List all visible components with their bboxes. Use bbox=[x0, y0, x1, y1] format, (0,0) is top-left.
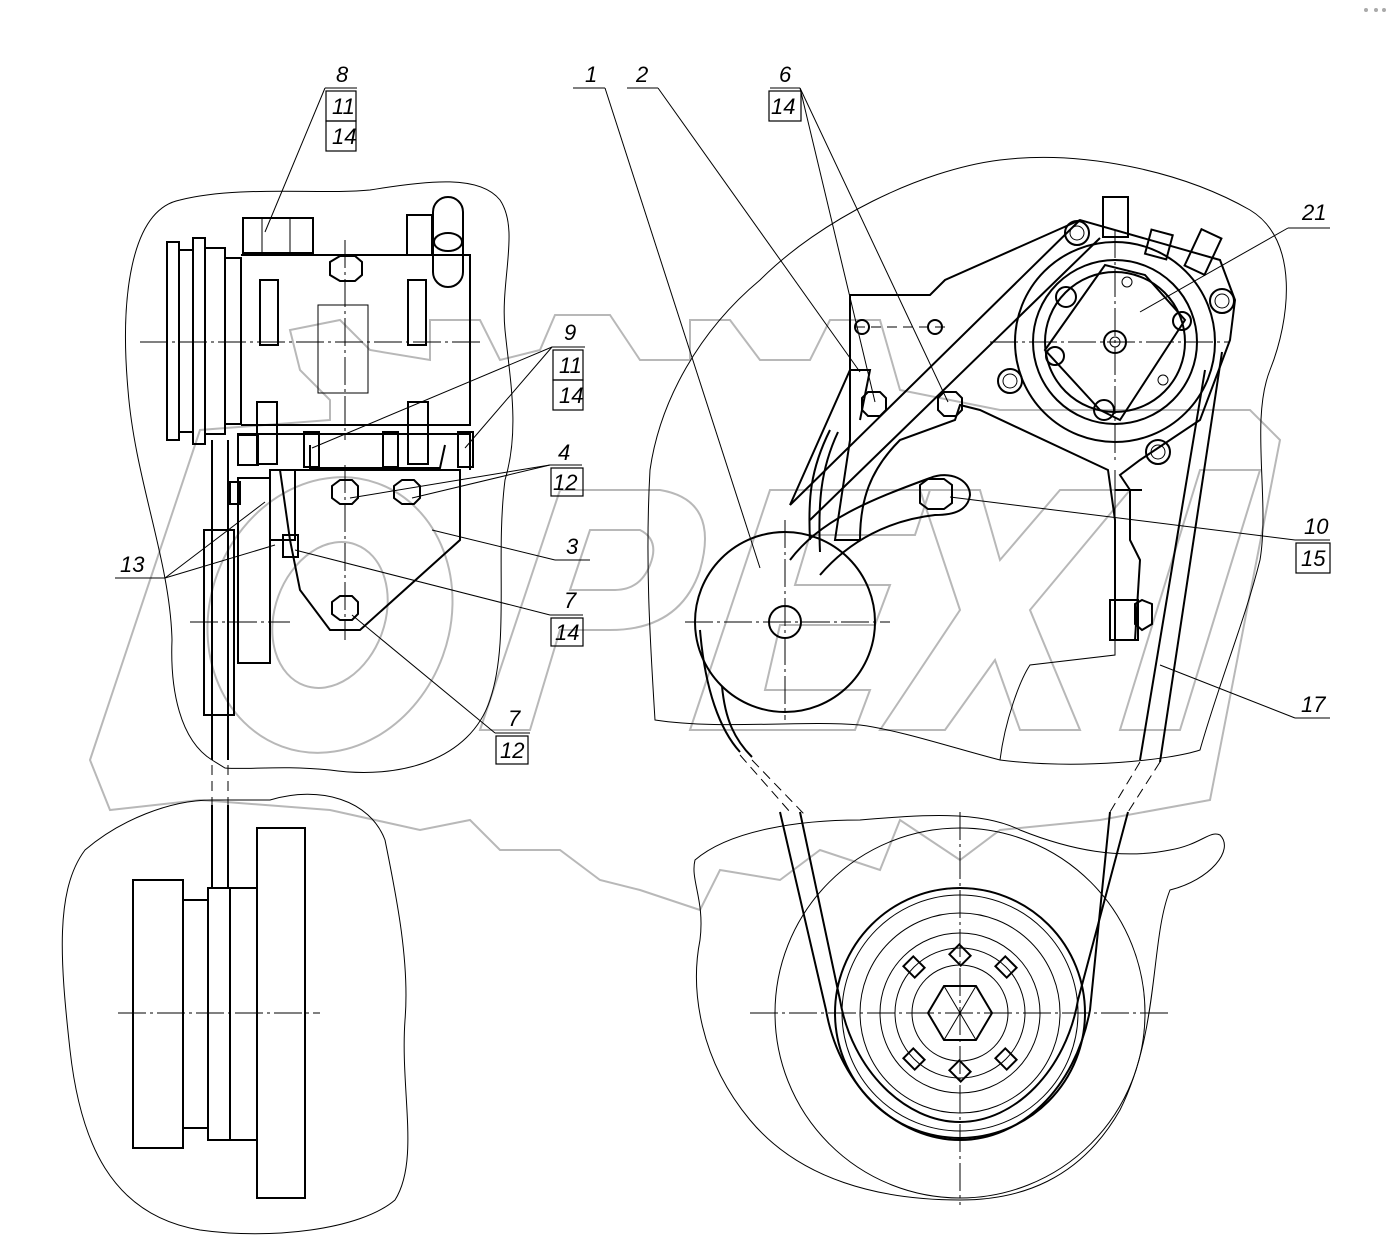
callout-7-upper: 7 14 bbox=[294, 549, 584, 647]
callout-7-lower: 7 12 bbox=[351, 614, 530, 765]
side-view-lower-boundary bbox=[61, 793, 409, 1235]
callout-7-upper-label-1: 7 bbox=[564, 588, 577, 613]
callout-10-label-1: 10 bbox=[1304, 514, 1329, 539]
front-view bbox=[647, 156, 1287, 1205]
callout-4: 4 12 bbox=[349, 440, 584, 499]
callout-10-label-2: 15 bbox=[1301, 546, 1326, 571]
callout-8-label-2: 11 bbox=[332, 94, 355, 119]
callout-7-lower-label-1: 7 bbox=[508, 706, 521, 731]
callout-1: 1 bbox=[573, 62, 761, 569]
callout-10: 10 15 bbox=[949, 496, 1331, 574]
callout-9: 9 11 14 bbox=[311, 320, 585, 449]
callout-3: 3 bbox=[431, 529, 590, 561]
callout-6-label-1: 6 bbox=[779, 62, 792, 87]
callout-4-label-1: 4 bbox=[558, 440, 570, 465]
callout-2: 2 bbox=[627, 62, 861, 373]
corner-dots bbox=[1364, 8, 1386, 12]
front-view-lower-boundary bbox=[693, 815, 1225, 1201]
callout-13-label: 13 bbox=[120, 552, 145, 577]
callout-1-label: 1 bbox=[585, 62, 597, 87]
callout-3-label: 3 bbox=[566, 534, 579, 559]
watermark-logo bbox=[88, 314, 1282, 912]
side-view-upper-boundary bbox=[125, 181, 514, 773]
callout-6: 6 14 bbox=[768, 62, 949, 403]
callout-7-lower-label-2: 12 bbox=[500, 738, 524, 763]
front-view-upper-boundary bbox=[647, 156, 1287, 765]
callout-9-label-3: 14 bbox=[559, 383, 583, 408]
callout-6-label-2: 14 bbox=[771, 94, 795, 119]
callout-17: 17 bbox=[1159, 664, 1330, 719]
callout-9-label-1: 9 bbox=[564, 320, 576, 345]
callout-7-upper-label-2: 14 bbox=[555, 620, 579, 645]
callout-4-label-2: 12 bbox=[553, 470, 577, 495]
callout-8: 8 11 14 bbox=[264, 62, 357, 233]
callout-8-label-3: 14 bbox=[332, 124, 356, 149]
side-view bbox=[61, 181, 514, 1235]
callout-8-label-1: 8 bbox=[336, 62, 349, 87]
callout-17-label: 17 bbox=[1301, 692, 1326, 717]
callout-9-label-2: 11 bbox=[559, 353, 582, 378]
callout-2-label: 2 bbox=[635, 62, 648, 87]
callout-21: 21 bbox=[1139, 200, 1330, 313]
callout-13: 13 bbox=[115, 501, 276, 579]
callout-21-label: 21 bbox=[1301, 200, 1326, 225]
